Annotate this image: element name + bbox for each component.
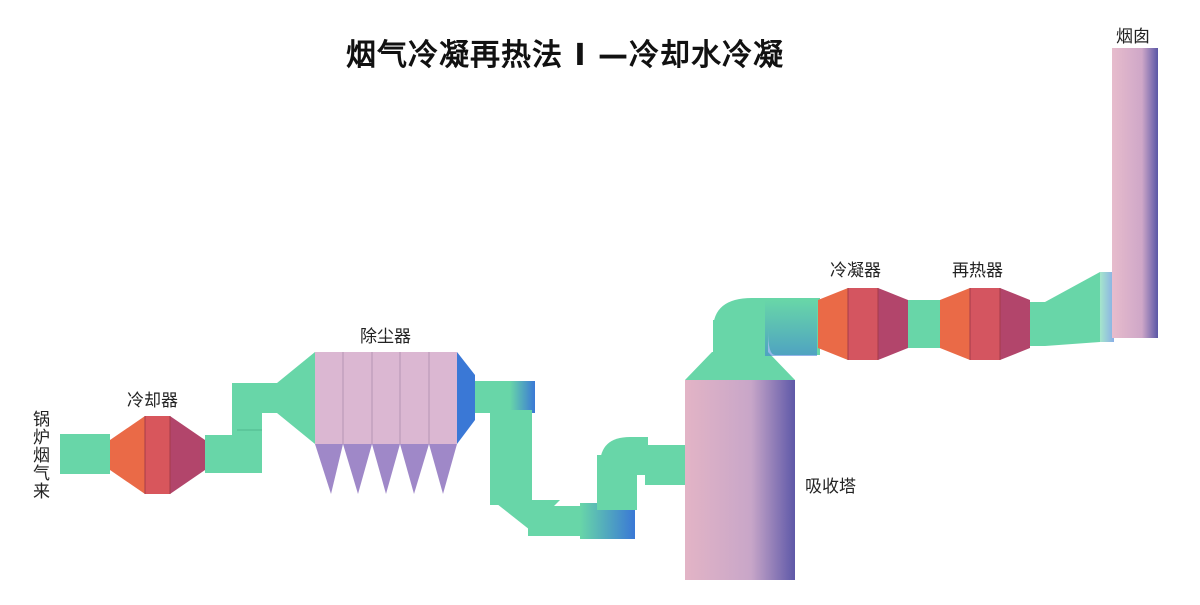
reheater xyxy=(940,288,1030,360)
absorber-to-condenser-duct xyxy=(713,298,820,356)
reheater-to-chimney-duct xyxy=(1030,272,1114,346)
collector-to-absorber-duct xyxy=(475,381,705,539)
inlet-label: 锅炉烟气来 xyxy=(29,410,49,500)
cooler-label: 冷却器 xyxy=(127,391,178,411)
dust-collector xyxy=(277,352,475,494)
inlet-duct xyxy=(60,434,110,474)
absorber-tower xyxy=(685,352,795,580)
chimney xyxy=(1112,48,1158,338)
chimney-label: 烟囱 xyxy=(1116,27,1150,47)
dust-collector-label: 除尘器 xyxy=(360,327,411,347)
condenser xyxy=(818,288,908,360)
absorber-label: 吸收塔 xyxy=(805,477,856,497)
cooler xyxy=(110,416,205,494)
condenser-reheater-duct xyxy=(908,300,940,348)
diagram-title: 烟气冷凝再热法 I —冷却水冷凝 xyxy=(345,38,785,73)
condenser-label: 冷凝器 xyxy=(830,261,881,281)
cooler-outlet-duct xyxy=(205,383,277,473)
reheater-label: 再热器 xyxy=(952,261,1003,281)
